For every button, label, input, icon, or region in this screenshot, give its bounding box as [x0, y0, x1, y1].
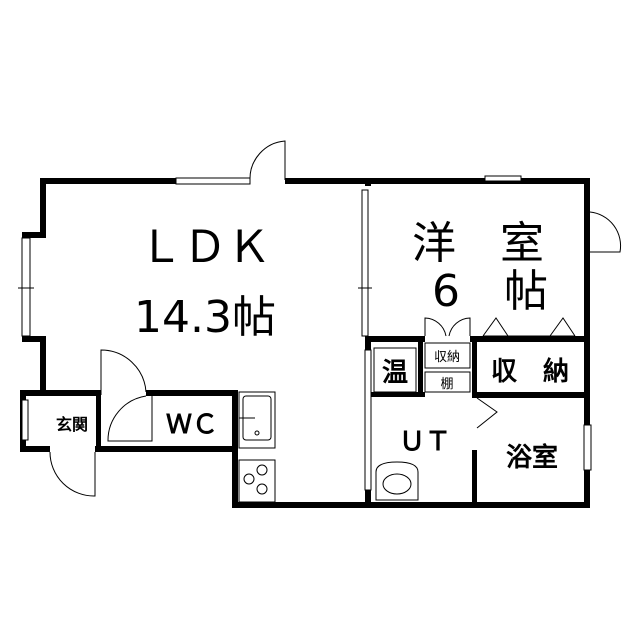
shelf-label: 棚: [440, 377, 453, 392]
stove-icon: [238, 459, 276, 503]
water-heater-box: [373, 347, 417, 393]
fixtures: [238, 342, 471, 503]
bathroom-label: 浴室: [506, 442, 558, 473]
washbasin-icon: [375, 461, 419, 501]
sink-counter: [238, 391, 276, 449]
utility-label: ＵＴ: [399, 427, 451, 457]
storage-label: 収 納: [491, 356, 569, 387]
ldk-size: 14.3帖: [134, 292, 276, 343]
ldk-label: ＬＤＫ: [139, 222, 271, 273]
western-room-label: 洋 室: [412, 218, 544, 269]
toilet-label: ＷＣ: [166, 410, 218, 440]
western-room-size: 6 帖: [432, 266, 548, 317]
small-storage-label: 収納: [434, 350, 460, 365]
doors: [49, 140, 622, 497]
entrance-label: 玄関: [56, 415, 88, 434]
water-heater-label: 温: [382, 358, 408, 388]
windows: [18, 175, 592, 491]
